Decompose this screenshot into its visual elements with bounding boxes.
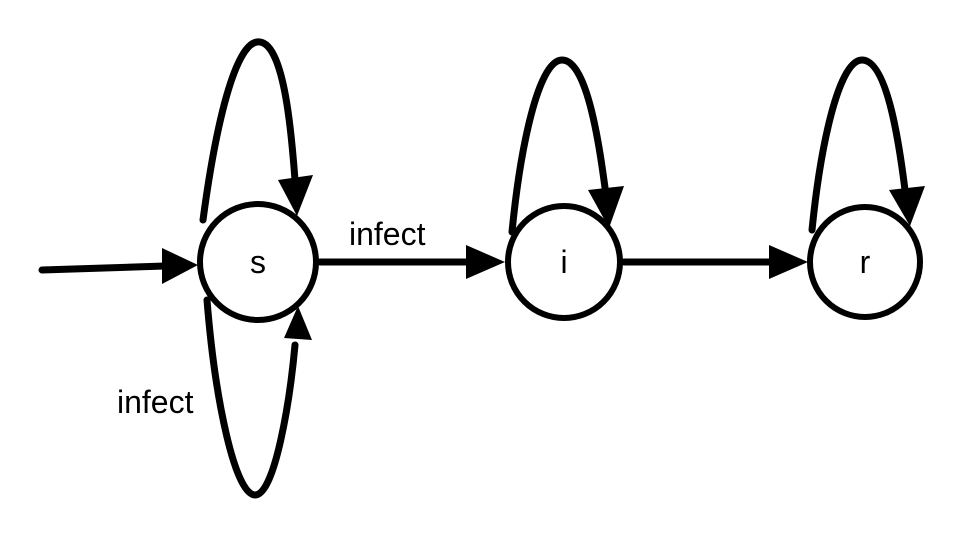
transition-s-to-i: infect [316, 216, 505, 279]
state-s-label: s [250, 244, 266, 280]
self-loop-s-top-arrowhead [278, 175, 313, 216]
self-loop-s-bottom-line [203, 296, 299, 499]
self-loop-r-top-line [808, 56, 909, 234]
self-loop-i-top [508, 56, 624, 236]
state-i-circle [505, 203, 623, 321]
self-loop-i-top-arrowhead [588, 186, 624, 228]
self-loop-i-top-line [508, 56, 610, 236]
state-s-circle [197, 201, 319, 323]
transition-i-to-r [620, 245, 808, 279]
state-i: i [505, 203, 623, 321]
transition-s-to-i-arrowhead [466, 245, 505, 279]
state-s: s [197, 201, 319, 323]
start-arrowhead [162, 248, 198, 284]
self-loop-r-top-arrowhead [889, 186, 925, 226]
self-loop-r-top [808, 56, 925, 234]
self-loop-s-top-line [199, 38, 299, 224]
self-loop-s-top [199, 38, 313, 224]
state-r-circle [807, 204, 923, 320]
start-arrow-line [38, 262, 169, 274]
state-r-label: r [860, 244, 871, 280]
state-i-label: i [560, 244, 567, 280]
self-loop-s-bottom: infect [117, 296, 312, 499]
state-r: r [807, 204, 923, 320]
start-transition [38, 248, 198, 284]
transition-i-to-r-arrowhead [769, 245, 808, 279]
transition-s-to-i-label: infect [349, 216, 426, 252]
self-loop-s-bottom-arrowhead [284, 306, 312, 340]
self-loop-s-bottom-label: infect [117, 384, 194, 420]
